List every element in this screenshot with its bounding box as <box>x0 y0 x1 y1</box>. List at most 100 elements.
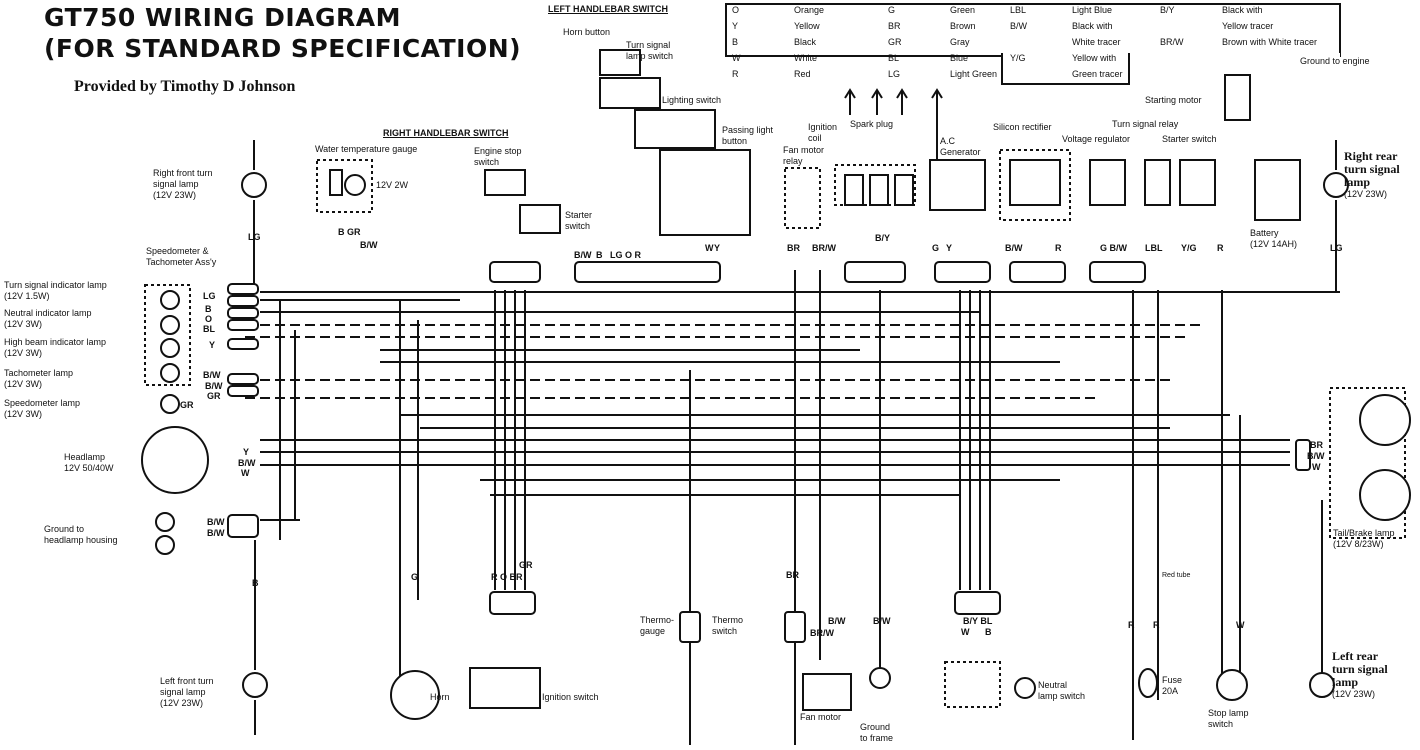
ground-arrows <box>844 88 943 160</box>
legend-code: R <box>732 69 739 79</box>
starter-switch-label: Starter switch <box>1162 134 1217 144</box>
legend-code: BR/W <box>1160 37 1184 47</box>
legend-code: Y <box>732 21 739 31</box>
connectors <box>227 261 1311 615</box>
wire-code-yg: Y/G <box>1181 243 1197 253</box>
wire-code-gr-wt: GR <box>347 227 361 237</box>
legend-code: BL <box>888 53 900 63</box>
harness-verticals <box>253 140 1337 745</box>
battery-label: Battery(12V 14AH) <box>1250 228 1298 249</box>
right-handlebar-switch-title: RIGHT HANDLEBAR SWITCH <box>383 128 509 138</box>
wire-code-b: B <box>205 304 212 314</box>
legend-color-name: Black <box>794 37 817 47</box>
legend-code: B/W <box>1010 21 1027 31</box>
horn-button-label: Horn button <box>563 27 611 37</box>
wire-code-w-neu: W <box>961 627 970 637</box>
legend-color-name: Yellow with <box>1072 53 1117 63</box>
legend-code: BR <box>888 21 901 31</box>
wire-code-y-lh: Y <box>714 243 721 253</box>
wire-code-y-gen: Y <box>946 243 953 253</box>
legend-entry: LBL Light Blue <box>1010 5 1112 16</box>
legend-code: LG <box>888 69 901 79</box>
legend-entry: BR/W Brown with White tracer <box>1160 37 1317 48</box>
legend-color-name: Green <box>950 5 976 15</box>
legend-entry: O Orange <box>732 5 824 16</box>
legend-entry-cont: Green tracer <box>1072 69 1123 79</box>
voltage-regulator-label: Voltage regulator <box>1062 134 1131 144</box>
wire-code-gr-2: GR <box>180 400 194 410</box>
title-line-2: (FOR STANDARD SPECIFICATION) <box>44 34 522 63</box>
legend-code: B/Y <box>1160 5 1175 15</box>
wire-code-gr-ign: GR <box>519 560 533 570</box>
legend-entry: BL Blue <box>888 53 968 64</box>
wire-code-b-lft: B <box>252 578 259 588</box>
wire-code-y-hl: Y <box>243 447 250 457</box>
legend-entry: R Red <box>732 69 811 80</box>
high-beam-indicator-label: High beam indicator lamp(12V 3W) <box>4 337 107 358</box>
wire-code-gr: GR <box>207 391 221 401</box>
wire-code-b-wt: B <box>338 227 345 237</box>
fan-motor-label: Fan motor <box>800 712 842 722</box>
legend-code: O <box>732 5 740 15</box>
neutral-indicator-label: Neutral indicator lamp(12V 3W) <box>4 308 92 329</box>
legend-code: GR <box>888 37 902 47</box>
wire-code-bw-2: B/W <box>205 381 223 391</box>
legend-color-name: White <box>794 53 818 63</box>
ignition-switch-label: Ignition switch <box>542 692 599 702</box>
legend-code: Y/G <box>1010 53 1026 63</box>
wire-code-bw-wt: B/W <box>360 240 378 250</box>
legend-color-name: Brown with White tracer <box>1222 37 1318 47</box>
silicon-rectifier-label: Silicon rectifier <box>993 122 1052 132</box>
wire-code-bw-frame: B/W <box>873 616 891 626</box>
legend-code: LBL <box>1010 5 1027 15</box>
wire-code-lgior: LG O R <box>610 250 641 260</box>
water-temp-gauge-label: Water temperature gauge <box>315 144 418 154</box>
wire-code-bw-hl: B/W <box>238 458 256 468</box>
legend-notch <box>1001 53 1130 85</box>
wire-code-br: BR <box>787 243 800 253</box>
wire-code-bybl: B/Y BL <box>963 616 993 626</box>
wire-code-g: G <box>932 243 940 253</box>
wire-code-bw: B/W <box>203 370 221 380</box>
speedo-tacho-label: Speedometer &Tachometer Ass'y <box>146 246 217 267</box>
wire-code-bw-tail: B/W <box>1307 451 1325 461</box>
wire-code-r-fuse: R <box>1128 620 1135 630</box>
wire-code-brw: BR/W <box>812 243 836 253</box>
wire-code-br-fan: BR <box>786 570 799 580</box>
legend-color-name: Black with <box>1072 21 1113 31</box>
credit: Provided by Timothy D Johnson <box>74 78 296 95</box>
thermo-gauge-label: Thermo-gauge <box>640 615 675 636</box>
legend-entry: Y Yellow <box>732 21 820 32</box>
legend-color-name: Gray <box>950 37 970 47</box>
legend-entry: W White <box>732 53 817 64</box>
wire-code-bw-rect: B/W <box>1005 243 1023 253</box>
legend-entry: LG Light Green <box>888 69 997 80</box>
legend-color-name: Red <box>794 69 811 79</box>
wire-code-r-rect: R <box>1055 243 1062 253</box>
legend-entry: B/Y Black with <box>1160 5 1263 16</box>
starting-motor-label: Starting motor <box>1145 95 1202 105</box>
title-line-1: GT750 WIRING DIAGRAM <box>44 3 401 32</box>
wire-code-lbl: LBL <box>1145 243 1163 253</box>
ground-engine-label: Ground to engine <box>1300 56 1370 66</box>
left-handlebar-switch-title: LEFT HANDLEBAR SWITCH <box>548 4 668 14</box>
legend-entry-cont: Yellow tracer <box>1222 21 1274 31</box>
wire-code-w-tail: W <box>1312 462 1321 472</box>
legend-color-name: Light Green <box>950 69 998 79</box>
red-tube-label: Red tube <box>1162 572 1191 579</box>
legend-entry: Y/G Yellow with <box>1010 53 1116 64</box>
